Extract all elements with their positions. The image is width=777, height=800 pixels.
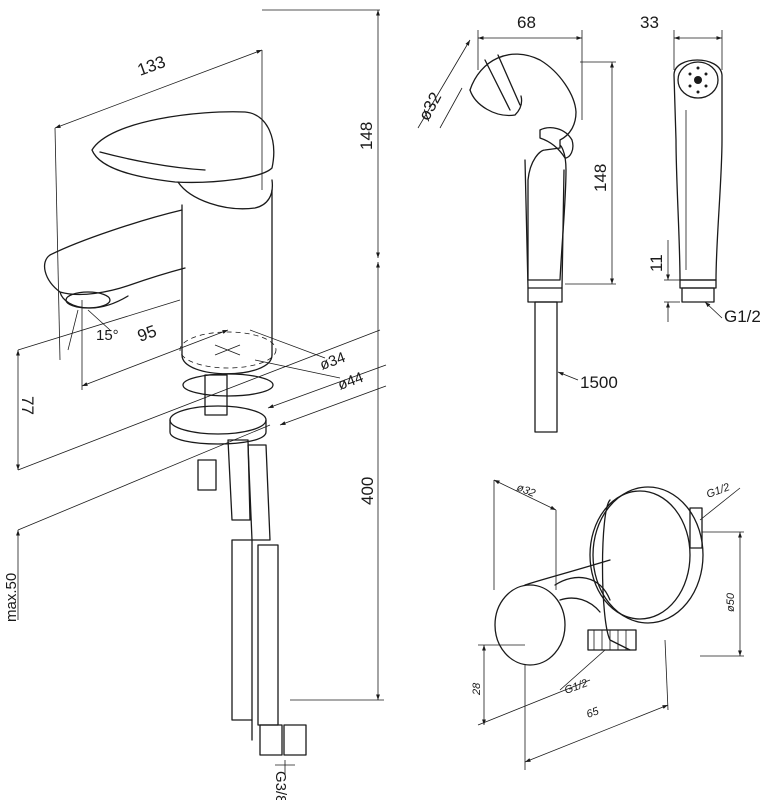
thread-g38: G3/8 bbox=[272, 771, 289, 800]
dim-dia-44: ø44 bbox=[336, 369, 366, 394]
thread-g12-bottom: G1/2 bbox=[563, 677, 590, 696]
dim-68: 68 bbox=[517, 13, 536, 32]
thread-g12-handshower: G1/2 bbox=[724, 307, 761, 326]
dim-65: 65 bbox=[585, 705, 601, 721]
dim-1500: 1500 bbox=[580, 373, 618, 392]
dim-11: 11 bbox=[647, 254, 666, 272]
handshower-side-drawing: 68 ø32 148 1500 bbox=[415, 13, 618, 433]
handshower-front-drawing: 33 11 G1/2 bbox=[640, 13, 761, 326]
dim-dia-50: ø50 bbox=[725, 592, 737, 612]
dim-28: 28 bbox=[471, 682, 483, 696]
dim-148-faucet: 148 bbox=[357, 122, 376, 150]
dim-max-50: max.50 bbox=[3, 573, 20, 622]
elbow-drawing: ø32 G1/2 ø50 28 G1/2 65 bbox=[471, 479, 744, 770]
dim-95: 95 bbox=[135, 321, 159, 345]
dim-77: 77 bbox=[18, 396, 37, 415]
faucet-drawing: 133 148 15° 95 ø34 ø44 77 max.50 400 bbox=[3, 9, 387, 800]
dim-400: 400 bbox=[358, 477, 377, 505]
dim-133: 133 bbox=[135, 52, 168, 80]
dim-dia-32-elbow: ø32 bbox=[515, 482, 537, 500]
dim-dia-32-head: ø32 bbox=[415, 89, 446, 124]
dim-148-handshower: 148 bbox=[591, 164, 610, 192]
dim-33: 33 bbox=[640, 13, 659, 32]
dim-15-deg: 15° bbox=[96, 327, 119, 344]
